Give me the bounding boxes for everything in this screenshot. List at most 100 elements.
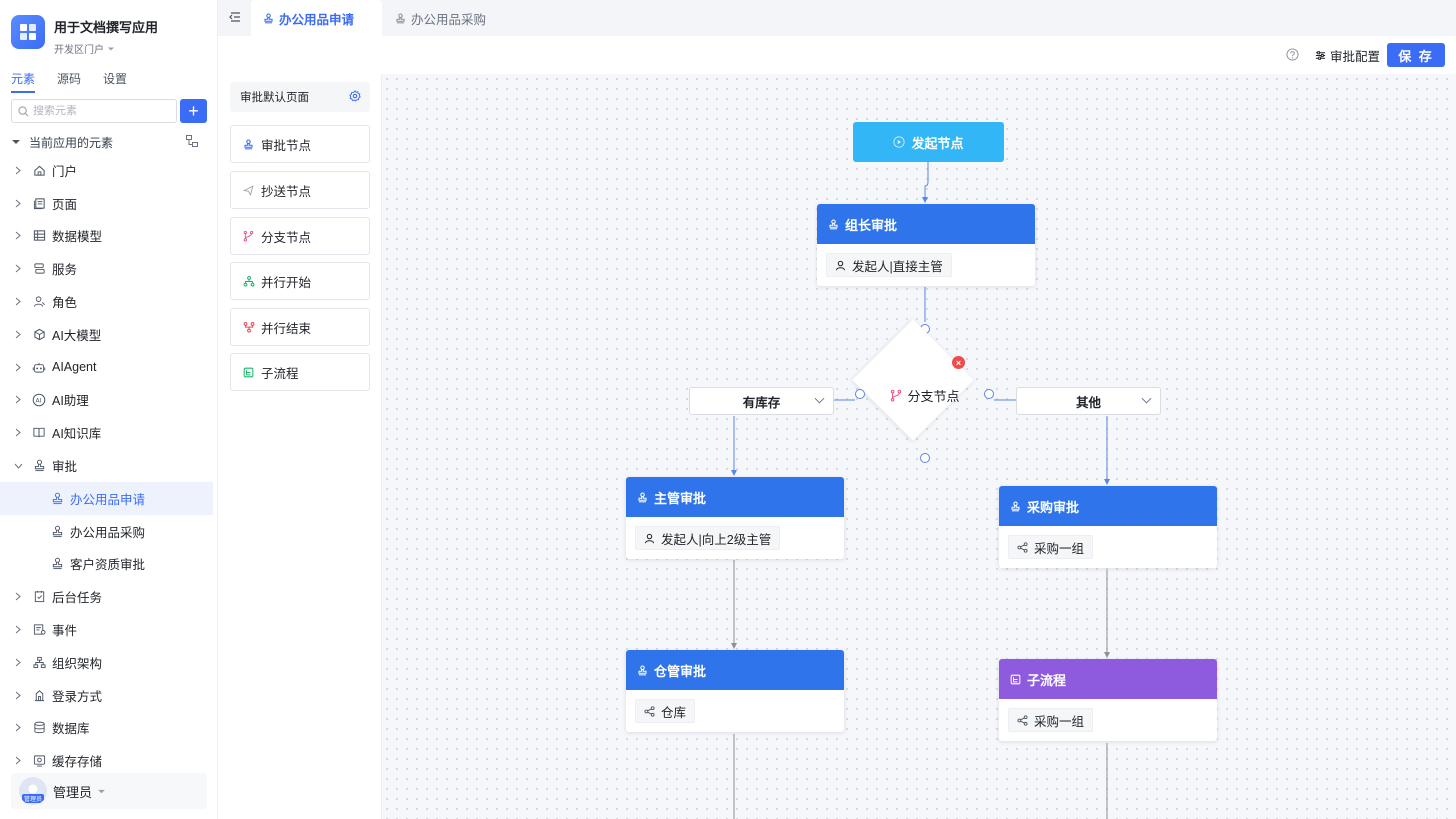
home-icon <box>32 163 46 177</box>
delete-node-button[interactable]: × <box>952 356 965 369</box>
sidebar-item-portal[interactable]: 门户 <box>0 154 213 187</box>
help-icon[interactable] <box>1286 48 1299 61</box>
portal-selector[interactable]: 开发区门户 <box>54 41 158 56</box>
search-input[interactable] <box>33 105 163 117</box>
palette-item-label: 审批节点 <box>261 138 312 153</box>
sidebar-item-label: 角色 <box>52 296 78 311</box>
sidebar-item-cache[interactable]: 缓存存储 <box>0 744 213 777</box>
tab-source[interactable]: 源码 <box>57 72 82 86</box>
chevron-right-icon <box>15 724 21 732</box>
stamp-icon <box>829 219 838 229</box>
sidebar-item-ai-model[interactable]: AI大模型 <box>0 318 213 351</box>
tab-office-supply-request[interactable]: 办公用品申请 <box>251 0 382 36</box>
tab-office-supply-purchase[interactable]: 办公用品采购 <box>383 0 498 36</box>
chevron-right-icon <box>15 625 21 634</box>
tab-settings[interactable]: 设置 <box>103 72 128 86</box>
palette-item-approval[interactable]: 审批节点 <box>230 125 370 163</box>
node-subflow[interactable]: 子流程 采购一组 <box>999 659 1217 741</box>
branch-icon <box>891 389 902 402</box>
add-element-button[interactable]: + <box>180 99 207 123</box>
subflow-icon <box>1010 674 1021 684</box>
sidebar-item-label: 门户 <box>52 164 78 179</box>
collapse-tree-icon[interactable] <box>185 134 199 148</box>
caret-down-icon <box>12 140 20 144</box>
palette-item-parallel-end[interactable]: 并行结束 <box>230 308 370 346</box>
sidebar-item-ai-assistant[interactable]: AI AI助理 <box>0 384 213 417</box>
sidebar-item-label: AIAgent <box>52 360 97 375</box>
branch-port-left[interactable] <box>855 389 865 399</box>
assignee-label: 仓库 <box>661 705 687 720</box>
sidebar-item-customer-qualification[interactable]: 客户资质审批 <box>0 548 213 581</box>
subflow-icon <box>243 367 257 378</box>
node-purchase-approval[interactable]: 采购审批 采购一组 <box>999 486 1217 568</box>
palette-item-cc[interactable]: 抄送节点 <box>230 171 370 209</box>
condition-right-select[interactable]: 其他 <box>1016 387 1161 415</box>
palette-item-label: 子流程 <box>261 366 299 381</box>
user-name: 管理员 <box>53 784 93 800</box>
sidebar-item-event[interactable]: 事件 <box>0 613 213 646</box>
sidebar-item-data-model[interactable]: 数据模型 <box>0 220 213 253</box>
node-title: 仓管审批 <box>654 663 707 679</box>
sidebar-item-label: 客户资质审批 <box>70 558 146 573</box>
node-title: 子流程 <box>1027 672 1067 688</box>
node-leader-approval[interactable]: 组长审批 发起人|直接主管 <box>817 204 1035 286</box>
node-warehouse-approval[interactable]: 仓管审批 仓库 <box>626 650 844 732</box>
chevron-right-icon <box>15 658 21 667</box>
sidebar-item-approval[interactable]: 审批 <box>0 449 213 482</box>
collapse-sidebar-icon[interactable] <box>228 10 242 24</box>
branch-port-right[interactable] <box>984 389 994 399</box>
save-button[interactable]: 保 存 <box>1387 43 1445 67</box>
branch-node[interactable]: 分支节点 <box>872 386 978 405</box>
sidebar-item-label: 事件 <box>52 624 78 639</box>
sidebar-item-role[interactable]: 角色 <box>0 285 213 318</box>
sidebar-item-service[interactable]: 服务 <box>0 252 213 285</box>
flow-canvas[interactable]: 发起节点 组长审批 发起人|直接主管 分支节点 × 有库存 其他 主管审批 <box>382 74 1456 819</box>
palette-item-subflow[interactable]: 子流程 <box>230 353 370 391</box>
sidebar-item-label: 缓存存储 <box>52 755 103 770</box>
tab-elements[interactable]: 元素 <box>11 70 36 93</box>
chevron-right-icon <box>15 592 21 601</box>
stamp-icon <box>50 557 64 571</box>
approval-config-button[interactable]: 审批配置 <box>1315 46 1380 65</box>
share-nodes-icon <box>1017 714 1028 726</box>
sidebar-item-office-supply-purchase[interactable]: 办公用品采购 <box>0 515 213 548</box>
assignee-label: 发起人|向上2级主管 <box>661 532 772 547</box>
stamp-icon <box>638 492 647 502</box>
page-icon <box>32 196 46 210</box>
user-menu[interactable]: 管理员 管理员 <box>11 773 207 809</box>
palette-item-label: 并行开始 <box>261 275 312 290</box>
palette-item-branch[interactable]: 分支节点 <box>230 217 370 255</box>
gear-icon[interactable] <box>349 90 361 102</box>
sidebar-tabs: 元素 源码 设置 <box>11 70 127 93</box>
tab-label: 办公用品申请 <box>279 12 355 27</box>
chevron-right-icon <box>15 297 21 306</box>
node-header: 主管审批 <box>626 477 844 517</box>
sidebar-item-database[interactable]: 数据库 <box>0 712 213 745</box>
palette-item-parallel-start[interactable]: 并行开始 <box>230 262 370 300</box>
sidebar-item-ai-agent[interactable]: AIAgent <box>0 351 213 384</box>
toolbar: 审批配置 保 存 <box>218 36 1456 74</box>
parallel-start-icon <box>243 275 257 287</box>
sidebar-item-background-task[interactable]: 后台任务 <box>0 580 213 613</box>
sidebar-item-page[interactable]: 页面 <box>0 187 213 220</box>
assignee-label: 采购一组 <box>1034 714 1085 729</box>
document-tab-bar: 办公用品申请 办公用品采购 <box>218 0 1456 36</box>
branch-port-bottom[interactable] <box>920 453 930 463</box>
sidebar-item-office-supply-request[interactable]: 办公用品申请 <box>0 481 213 515</box>
chevron-right-icon <box>15 756 21 765</box>
start-node[interactable]: 发起节点 <box>853 122 1004 162</box>
sidebar-item-login[interactable]: 登录方式 <box>0 679 213 712</box>
node-palette: 审批默认页面 审批节点 抄送节点 分支节点 并行开始 并行结束 子流程 <box>218 74 382 819</box>
tree-root[interactable]: 当前应用的元素 <box>11 133 207 151</box>
stamp-icon <box>638 665 647 675</box>
edge-start-to-leader <box>922 162 929 203</box>
sidebar-item-ai-knowledge[interactable]: AI知识库 <box>0 416 213 449</box>
table-icon <box>32 229 46 243</box>
node-manager-approval[interactable]: 主管审批 发起人|向上2级主管 <box>626 477 844 559</box>
node-header: 仓管审批 <box>626 650 844 690</box>
assignee-label: 发起人|直接主管 <box>852 259 943 274</box>
assignee-chip: 发起人|直接主管 <box>826 253 952 277</box>
condition-left-select[interactable]: 有库存 <box>689 387 834 415</box>
task-icon <box>32 590 46 604</box>
sidebar-item-org[interactable]: 组织架构 <box>0 646 213 679</box>
